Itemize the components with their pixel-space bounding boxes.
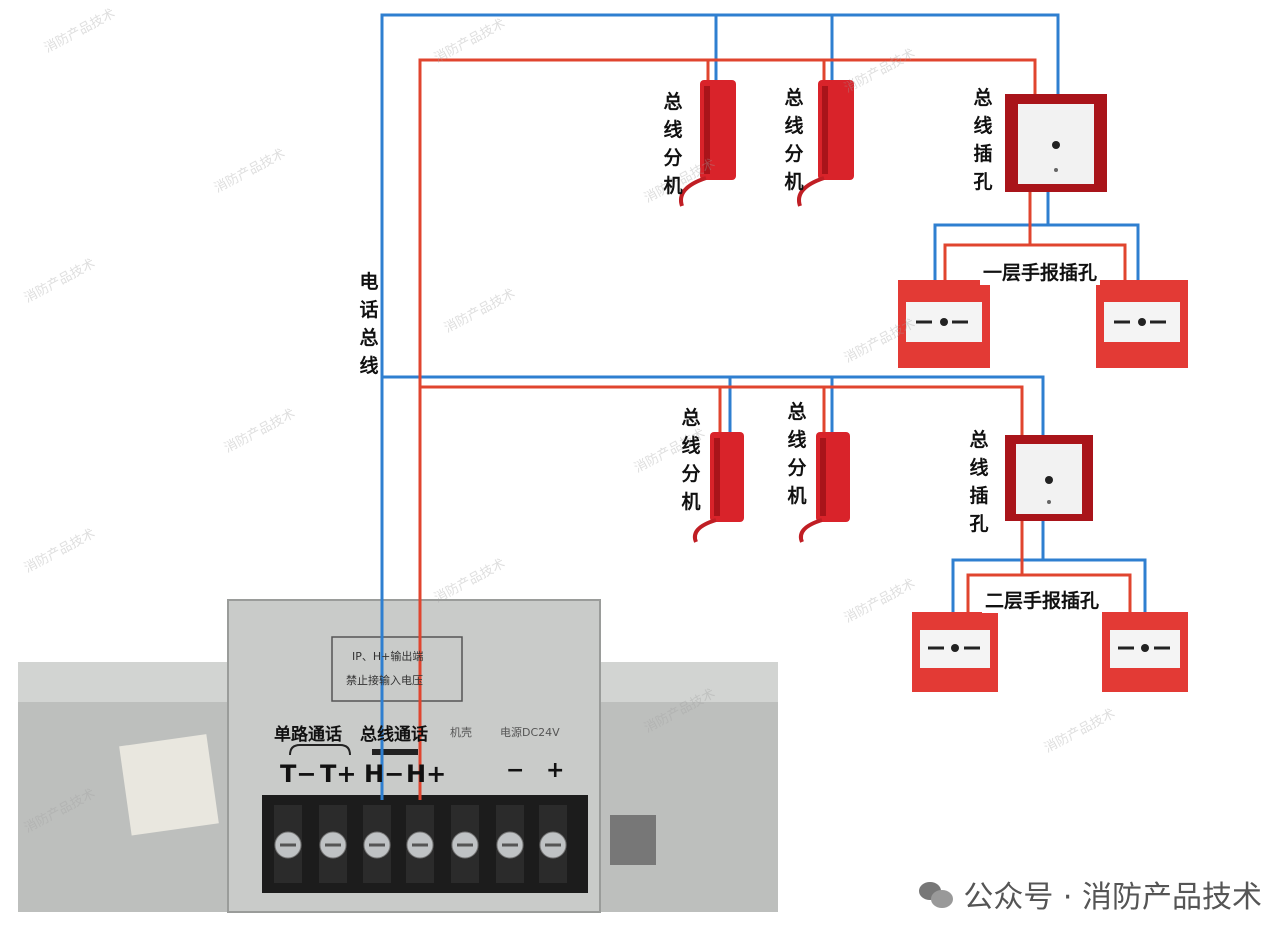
terminal-t-minus: T− xyxy=(280,760,317,788)
wechat-icon xyxy=(919,880,954,908)
group-ext-label: 机壳 xyxy=(450,726,472,739)
box-sticker xyxy=(119,734,219,836)
terminal-power-plus: + xyxy=(546,758,565,783)
terminal-power-minus: − xyxy=(506,758,525,783)
terminal-screws xyxy=(274,805,567,883)
extension-label: 总线分机 xyxy=(681,407,701,513)
bus-jack xyxy=(1005,435,1093,521)
floor2-label: 二层手报插孔 xyxy=(982,586,1103,613)
box-sticker-qr xyxy=(610,815,656,865)
bus-extension-phone xyxy=(797,80,854,207)
extension-label: 总线分机 xyxy=(787,401,807,507)
manual-call-point-jack xyxy=(1096,280,1188,368)
panel-warning-line2: 禁止接输入电压 xyxy=(346,674,423,687)
bus-line-label: 电话总线 xyxy=(359,271,379,377)
manual-call-point-jack xyxy=(898,280,990,368)
extension-label: 总线分机 xyxy=(784,87,804,193)
group-bus-label: 总线通话 xyxy=(360,725,428,745)
warning-box xyxy=(331,636,463,702)
terminal-h-minus: H− xyxy=(364,760,405,788)
panel-warning-line1: IP、H+输出端 xyxy=(352,650,424,663)
manual-call-point-jack xyxy=(1102,612,1188,692)
footer-text: 公众号 · 消防产品技术 xyxy=(963,880,1262,915)
floor1-label: 一层手报插孔 xyxy=(980,258,1101,285)
bus-extension-phone xyxy=(693,432,744,543)
group-power-label: 电源DC24V xyxy=(500,726,560,739)
terminal-t-plus: T+ xyxy=(320,760,357,788)
extension-label: 总线分机 xyxy=(663,91,683,197)
bus-extension-phone xyxy=(679,80,736,207)
bus-extension-phone xyxy=(799,432,850,543)
footer: 公众号 · 消防产品技术 xyxy=(919,872,1262,916)
terminal-h-plus: H+ xyxy=(406,760,447,788)
bracket-single xyxy=(289,744,351,756)
jack-label: 总线插孔 xyxy=(969,429,989,535)
red-wires xyxy=(418,58,1132,800)
group-single-label: 单路通话 xyxy=(274,725,342,745)
bus-jack xyxy=(1005,94,1107,192)
jack-label: 总线插孔 xyxy=(973,87,993,193)
manual-call-point-jack xyxy=(912,612,998,692)
blue-wires xyxy=(380,13,1147,800)
